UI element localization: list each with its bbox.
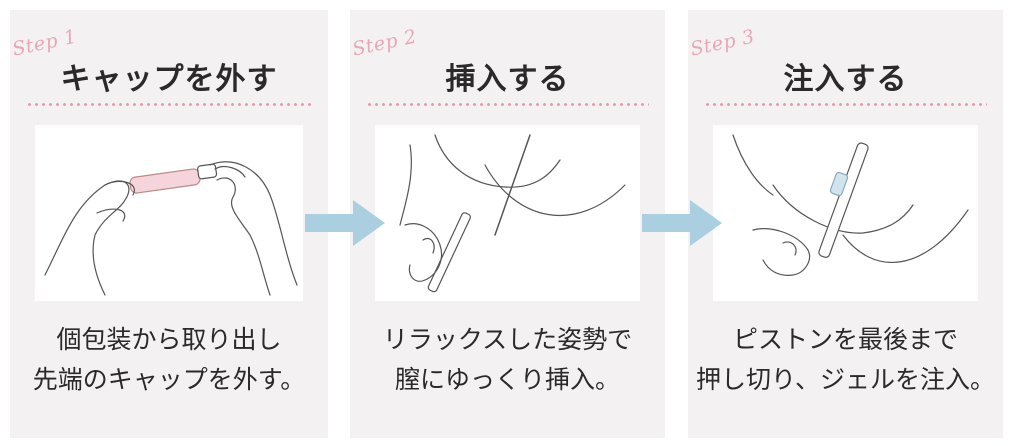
step-description: 個包装から取り出し 先端のキャップを外す。 (14, 320, 324, 400)
step-panel-3: Step 3 注入する ピストンを最後まで 押し切り、ジェルを注入。 (688, 10, 1003, 438)
illustration-remove-cap (35, 125, 303, 301)
desc-line: 膣にゆっくり挿入。 (394, 365, 620, 394)
dotted-divider (366, 103, 649, 106)
illustration-insert (375, 125, 640, 301)
desc-line: 先端のキャップを外す。 (32, 365, 306, 394)
step-title: キャップを外す (60, 62, 278, 97)
desc-line: ピストンを最後まで (732, 325, 958, 354)
step-panel-1: Step 1 キャップを外す 個包装から取り出し 先端のキャップを外す。 (10, 10, 328, 438)
step-description: リラックスした姿勢で 膣にゆっくり挿入。 (354, 320, 661, 400)
desc-line: 個包装から取り出し (56, 325, 282, 354)
desc-line: リラックスした姿勢で (382, 325, 633, 354)
dotted-divider (26, 103, 312, 106)
step-title: 挿入する (445, 62, 570, 97)
step-description: ピストンを最後まで 押し切り、ジェルを注入。 (692, 320, 999, 400)
dotted-divider (704, 103, 987, 106)
desc-line: 押し切り、ジェルを注入。 (695, 365, 995, 394)
step-title: 注入する (783, 62, 908, 97)
step-panel-2: Step 2 挿入する リラックスした姿勢で 膣にゆっくり挿入。 (350, 10, 665, 438)
illustration-inject (713, 125, 978, 301)
arrow-right-icon (305, 200, 385, 246)
arrow-right-icon (642, 200, 722, 246)
